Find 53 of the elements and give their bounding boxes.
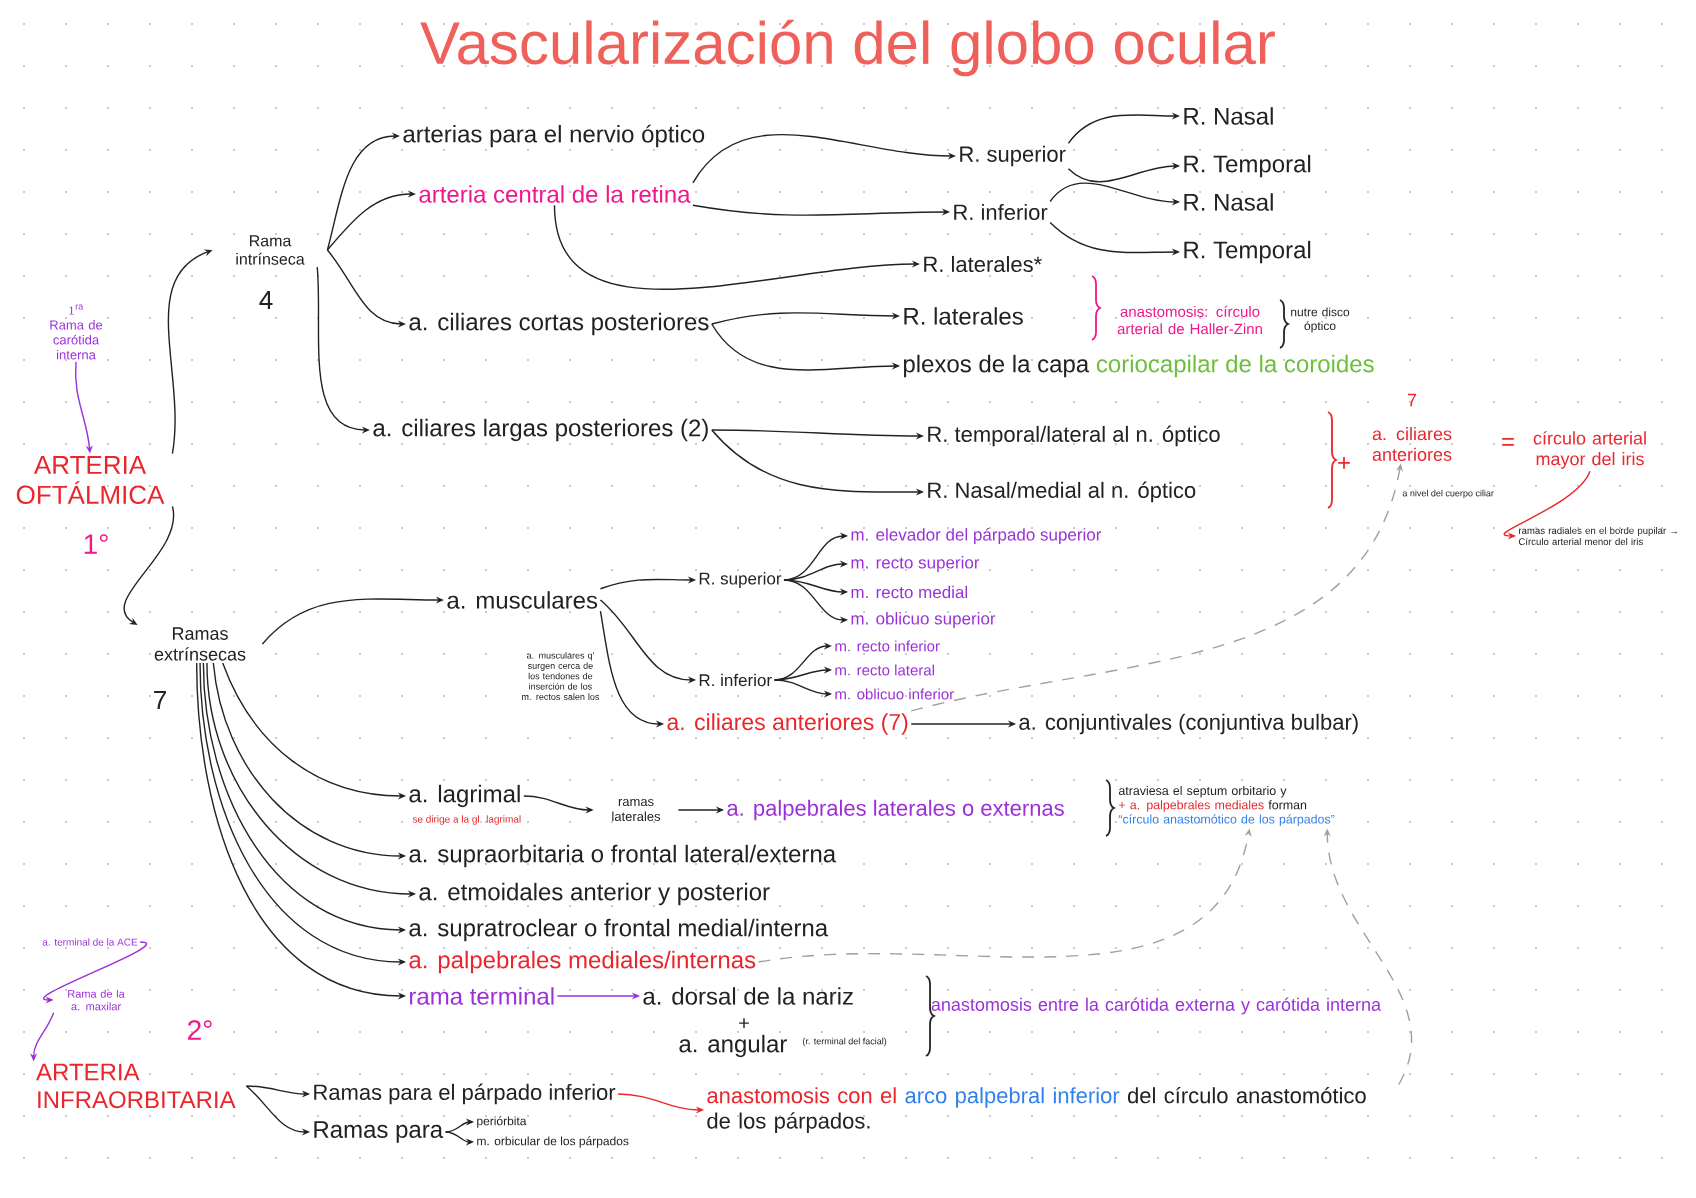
- branch-label: R. Nasal: [1184, 107, 1273, 125]
- branch-label: arterias para el nervio óptico: [403, 124, 705, 148]
- branch-label: rama terminal: [410, 987, 554, 1005]
- branch-label: R. Nasal: [1184, 193, 1273, 211]
- side-note: 7: [154, 691, 166, 709]
- branch-label: a. palpebrales mediales/internas: [409, 950, 756, 974]
- branch-label: a. dorsal de la nariz: [643, 987, 853, 1005]
- branch-label: a. supratroclear o frontal medial/interna: [409, 918, 829, 942]
- annotation-text: anastomosis entre la carótida externa y carótida interna: [931, 997, 1382, 1015]
- branch-label: Ramas para el párpado inferior: [314, 1083, 616, 1105]
- title: Vascularización del globo ocular: [420, 19, 1275, 77]
- branch-label: arteria central de la retina: [419, 185, 691, 203]
- branch-label: a. ciliares anteriores: [1372, 427, 1452, 461]
- arrow: [123, 505, 175, 625]
- branch-label: R. Temporal: [1184, 240, 1311, 264]
- branch-label: Ramas para: [314, 1121, 444, 1143]
- branch-label: m. oblicuo superior: [851, 612, 996, 628]
- branch-label: R. Temporal: [1184, 154, 1311, 178]
- branch-label: a. ciliares cortas posteriores: [409, 312, 709, 336]
- branch-label: a. etmoidales anterior y posterior: [419, 882, 770, 906]
- branch-label: plexos de la capa coriocapilar de la coroides: [903, 354, 1374, 378]
- branch-label: Ramas extrínsecas: [154, 627, 246, 661]
- branch-label: a. ciliares anteriores (7): [667, 713, 908, 735]
- branch-label: a. palpebrales laterales o externas: [727, 799, 1064, 821]
- branch-label: R. superior: [699, 572, 782, 588]
- branch-label: a. supraorbitaria o frontal lateral/externa: [409, 844, 837, 868]
- branch-label: R. laterales*: [924, 255, 1042, 273]
- branch-label: R. inferior: [954, 203, 1048, 221]
- side-note: 2°: [188, 1020, 212, 1040]
- branch-label: R. Nasal/medial al n. óptico: [928, 481, 1196, 503]
- branch-label: a. angular: [679, 1034, 787, 1058]
- branch-label: Rama intrínseca: [236, 235, 305, 265]
- branch-label: R. laterales: [904, 307, 1023, 325]
- branch-label: a. conjuntivales (conjuntiva bulbar): [1019, 713, 1358, 735]
- branch-label: R. temporal/lateral al n. óptico: [928, 425, 1220, 447]
- note-text: anastomosis con el arco palpebral inferior del círculo anastomótico de los párpados.: [707, 1086, 1366, 1133]
- branch-label: círculo arterial mayor del iris: [1533, 431, 1646, 469]
- equals-sign: =: [1502, 438, 1514, 446]
- branch-label: m. recto medial: [851, 585, 968, 599]
- branch-label: R. inferior: [699, 673, 772, 687]
- branch-label: a. ciliares largas posteriores (2): [373, 418, 708, 442]
- side-note: 1°: [84, 534, 108, 554]
- side-note: 4: [259, 291, 273, 309]
- side-note: 7: [1407, 393, 1417, 407]
- branch-label: R. superior: [960, 145, 1066, 167]
- branch-label: a. lagrimal: [409, 784, 520, 808]
- plus-sign: +: [739, 1018, 749, 1028]
- artery-heading: ARTERIA INFRAORBITARIA: [36, 1063, 236, 1109]
- branch-label: m. elevador del párpado superior: [851, 527, 1102, 544]
- artery-heading: ARTERIA OFTÁLMICA: [16, 456, 165, 504]
- plus-sign: +: [1338, 457, 1350, 469]
- branch-label: a. musculares: [447, 591, 598, 609]
- branch-label: m. recto superior: [851, 556, 980, 572]
